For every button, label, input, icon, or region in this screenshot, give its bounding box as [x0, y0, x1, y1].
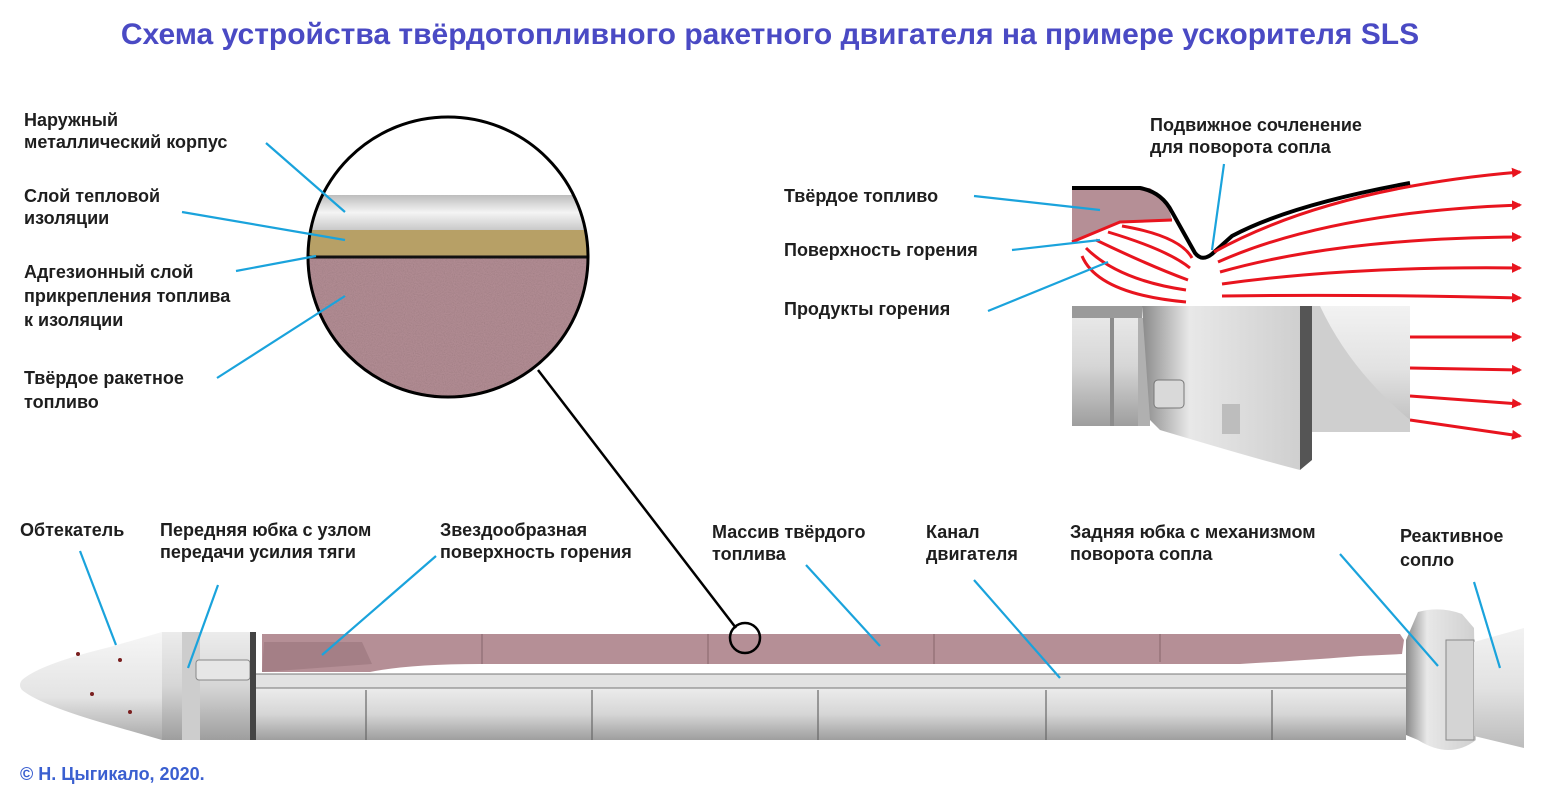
section-thermal-insulation [308, 230, 588, 256]
leader-combustion-products [987, 260, 1109, 313]
label-star-surface-2: поверхность горения [440, 542, 632, 562]
section-empty-space [308, 117, 588, 195]
leader-forward-skirt [186, 584, 220, 669]
label-flex-joint-2: для поворота сопла [1150, 137, 1332, 157]
leader-nose-cone [78, 550, 118, 646]
leader-propellant-mass [805, 564, 881, 647]
leader-burning-surface [1011, 238, 1101, 252]
label-forward-skirt-2: передачи усилия тяги [160, 542, 356, 562]
booster-forward-skirt [162, 632, 254, 740]
label-propellant-2: топливо [24, 392, 99, 412]
page-title: Схема устройства твёрдотопливного ракетн… [121, 18, 1419, 51]
label-adhesive-2: прикрепления топлива [24, 286, 231, 306]
label-adhesive-3: к изоляции [24, 310, 123, 330]
booster-lower-casing [256, 688, 1406, 740]
leader-flex-joint [1210, 163, 1226, 251]
propellant-segment-joints [481, 634, 1161, 664]
aft-skirt-render [1072, 306, 1410, 470]
label-burning-surface: Поверхность горения [784, 240, 978, 260]
label-star-surface-1: Звездообразная [440, 520, 587, 540]
leader-star-surface [321, 555, 437, 656]
nozzle-fuel-block [1072, 188, 1172, 242]
booster-star-grain [262, 642, 372, 672]
booster-cutaway [20, 609, 1524, 750]
label-propellant-mass-2: топлива [712, 544, 787, 564]
label-adhesive-1: Адгезионный слой [24, 262, 193, 282]
label-propellant-1: Твёрдое ракетное [24, 368, 184, 388]
label-forward-skirt-1: Передняя юбка с узлом [160, 520, 371, 540]
leader-nozzle [1472, 581, 1502, 669]
copyright-text: © Н. Цыгикало, 2020. [20, 764, 205, 784]
booster-motor-channel [256, 674, 1416, 688]
label-outer-case-1: Наружный [24, 110, 118, 130]
label-nozzle-2: сопло [1400, 550, 1454, 570]
leader-aft-skirt [1339, 553, 1439, 667]
label-insulation-2: изоляции [24, 208, 109, 228]
label-propellant-mass-1: Массив твёрдого [712, 522, 866, 542]
label-solid-fuel: Твёрдое топливо [784, 186, 938, 206]
section-propellant [308, 258, 588, 397]
leader-solid-fuel [973, 194, 1101, 212]
nozzle-case-outline [1072, 181, 1411, 260]
leader-motor-channel [973, 579, 1061, 679]
booster-nozzle [1474, 628, 1524, 748]
label-insulation-1: Слой тепловой [24, 186, 160, 206]
magnifier-target-ring [728, 621, 762, 655]
label-combustion-products: Продукты горения [784, 299, 950, 319]
label-aft-skirt-2: поворота сопла [1070, 544, 1213, 564]
label-flex-joint-1: Подвижное сочленение [1150, 115, 1362, 135]
booster-propellant-mass [262, 634, 1404, 672]
casing-segment-joints [365, 690, 1273, 740]
leader-outer-case [265, 142, 346, 213]
booster-nose-cone [20, 632, 162, 740]
label-aft-skirt-1: Задняя юбка с механизмом [1070, 522, 1316, 542]
section-metal-case [308, 195, 588, 230]
leader-insulation [181, 210, 346, 242]
leader-propellant [216, 295, 346, 379]
label-motor-channel-1: Канал [926, 522, 980, 542]
label-motor-channel-2: двигателя [926, 544, 1018, 564]
combustion-flow-lines [1080, 167, 1522, 440]
label-nose-cone: Обтекатель [20, 520, 124, 540]
label-outer-case-2: металлический корпус [24, 132, 227, 152]
nozzle-joint-detail [1071, 167, 1522, 470]
magnifier-connector [537, 369, 737, 629]
leader-adhesive [235, 254, 317, 273]
nozzle-burning-surface [1071, 218, 1173, 244]
label-nozzle-1: Реактивное [1400, 526, 1503, 546]
